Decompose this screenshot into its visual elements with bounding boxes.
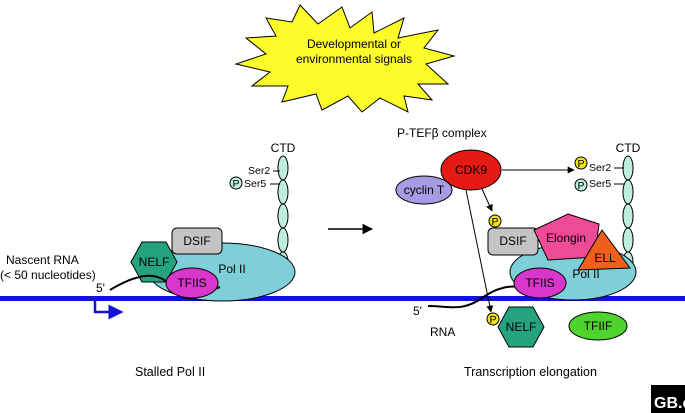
left-pol2-label: Pol II	[218, 262, 245, 276]
cyclin-t	[395, 175, 453, 205]
left-ctd-label: CTD	[271, 141, 296, 155]
signal-burst: Developmental or environmental signals	[234, 4, 456, 113]
ell-label: ELL	[594, 251, 616, 265]
left-ser5-phospho	[229, 176, 243, 190]
right-caption: Transcription elongation	[464, 365, 597, 379]
right-ser2-label: Ser2	[589, 162, 611, 174]
left-tfiis-label: TFIIS	[177, 276, 206, 290]
ctd-bead	[277, 155, 289, 181]
dsif-phospho-label: P	[491, 216, 498, 228]
ctd-bead	[277, 203, 289, 229]
left-ser5-phospho-label: P	[232, 178, 239, 190]
ctd-bead	[622, 203, 634, 229]
cdk9-to-nelf-arrow	[465, 189, 494, 313]
left-dsif-label: DSIF	[183, 234, 210, 248]
left-tfiis	[165, 267, 219, 299]
cdk9-to-dsif-arrow	[481, 188, 493, 212]
left-dsif	[171, 227, 223, 255]
right-rna-label: RNA	[430, 325, 455, 339]
elongin-label: Elongin	[546, 231, 586, 245]
left-panel: CTD Ser2 P Ser5 Pol II DSIF NELF TFIIS N…	[0, 141, 296, 379]
left-ser2-label: Ser2	[248, 165, 270, 177]
left-nelf	[130, 241, 178, 283]
nelf-phospho-label: P	[489, 314, 496, 326]
ell	[577, 229, 631, 271]
ctd-bead	[277, 227, 289, 253]
tfiif-label: TFIIF	[584, 319, 613, 333]
ctd-bead	[622, 155, 634, 181]
promoter-arrow	[93, 299, 124, 320]
tfiif	[568, 311, 628, 341]
journal-logo-text: GB.c	[654, 395, 685, 412]
nelf-phospho	[486, 312, 500, 326]
ctd-bead	[622, 179, 634, 205]
right-panel: P-TEFβ complex CTD P Ser2 P Ser5 Pol II …	[395, 126, 641, 379]
left-ser5-label: Ser5	[244, 178, 266, 190]
cyclin-t-label: cyclin T	[404, 183, 445, 197]
right-five-prime-label: 5'	[413, 304, 422, 318]
cdk9	[440, 149, 502, 191]
right-ser5-phospho	[574, 178, 588, 192]
cdk9-label: CDK9	[455, 163, 487, 177]
journal-logo: GB.c	[651, 385, 685, 413]
right-tfiis-label: TFIIS	[525, 276, 554, 290]
right-nelf	[497, 306, 545, 348]
signal-text-line1: Developmental or	[307, 37, 401, 51]
left-five-prime-label: 5'	[96, 281, 105, 295]
right-ctd-label: CTD	[616, 141, 641, 155]
elongin	[533, 213, 600, 261]
ptefb-complex-title: P-TEFβ complex	[397, 126, 487, 140]
signal-text-line2: environmental signals	[296, 52, 412, 66]
dna-strand	[0, 296, 685, 301]
left-nelf-label: NELF	[139, 255, 170, 269]
right-rna-strand	[427, 285, 529, 309]
right-ser2-phospho-label: P	[577, 158, 584, 170]
nascent-rna-label-line1: Nascent RNA	[6, 253, 79, 267]
nascent-rna-label-line2: (< 50 nucleotides)	[0, 268, 96, 282]
right-pol2-label: Pol II	[572, 267, 599, 281]
burst-shape	[234, 4, 456, 113]
ctd-bead	[622, 227, 634, 253]
right-dsif	[487, 227, 539, 256]
dsif-phospho	[488, 214, 502, 228]
right-ser5-phospho-label: P	[577, 180, 584, 192]
right-ser5-label: Ser5	[589, 178, 611, 190]
right-ser2-phospho	[574, 156, 588, 170]
right-tfiis	[513, 267, 567, 299]
right-dsif-label: DSIF	[499, 234, 526, 248]
right-nelf-label: NELF	[506, 320, 537, 334]
left-caption: Stalled Pol II	[135, 365, 205, 379]
right-ctd-chain	[622, 155, 634, 273]
